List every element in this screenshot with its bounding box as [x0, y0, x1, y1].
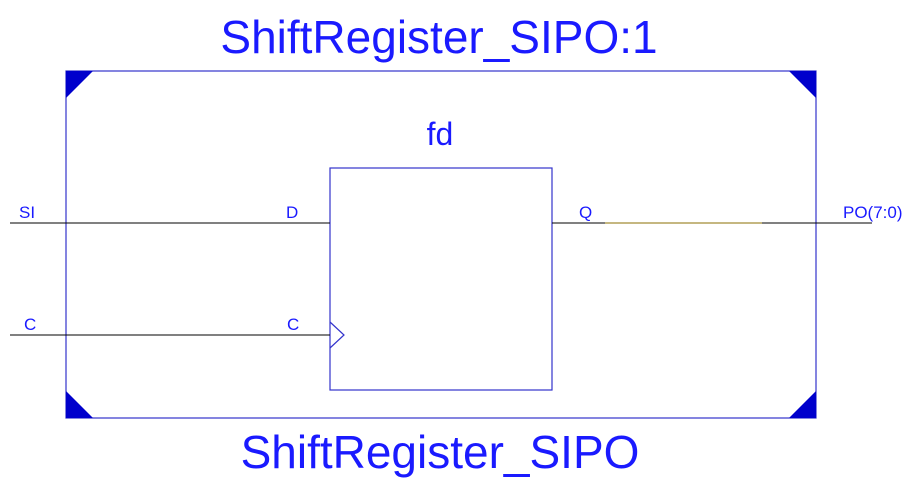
- module-boundary[interactable]: [65, 70, 817, 419]
- corner-marker-bottom-left: [66, 391, 93, 418]
- cell-title: fd: [427, 116, 454, 152]
- fd-cell-box[interactable]: [329, 167, 553, 391]
- instance-title: ShiftRegister_SIPO:1: [220, 11, 657, 63]
- corner-marker-top-right: [789, 71, 816, 98]
- port-label-po: PO(7:0): [843, 203, 903, 222]
- clock-input-triangle: [329, 321, 345, 349]
- corner-marker-bottom-right: [789, 391, 816, 418]
- corner-marker-top-left: [66, 71, 93, 98]
- module-title: ShiftRegister_SIPO: [241, 426, 640, 478]
- pin-label-d: D: [286, 203, 298, 222]
- pin-label-q: Q: [579, 203, 592, 222]
- port-label-c: C: [24, 315, 36, 334]
- port-label-si: SI: [19, 203, 35, 222]
- pin-label-c: C: [287, 315, 299, 334]
